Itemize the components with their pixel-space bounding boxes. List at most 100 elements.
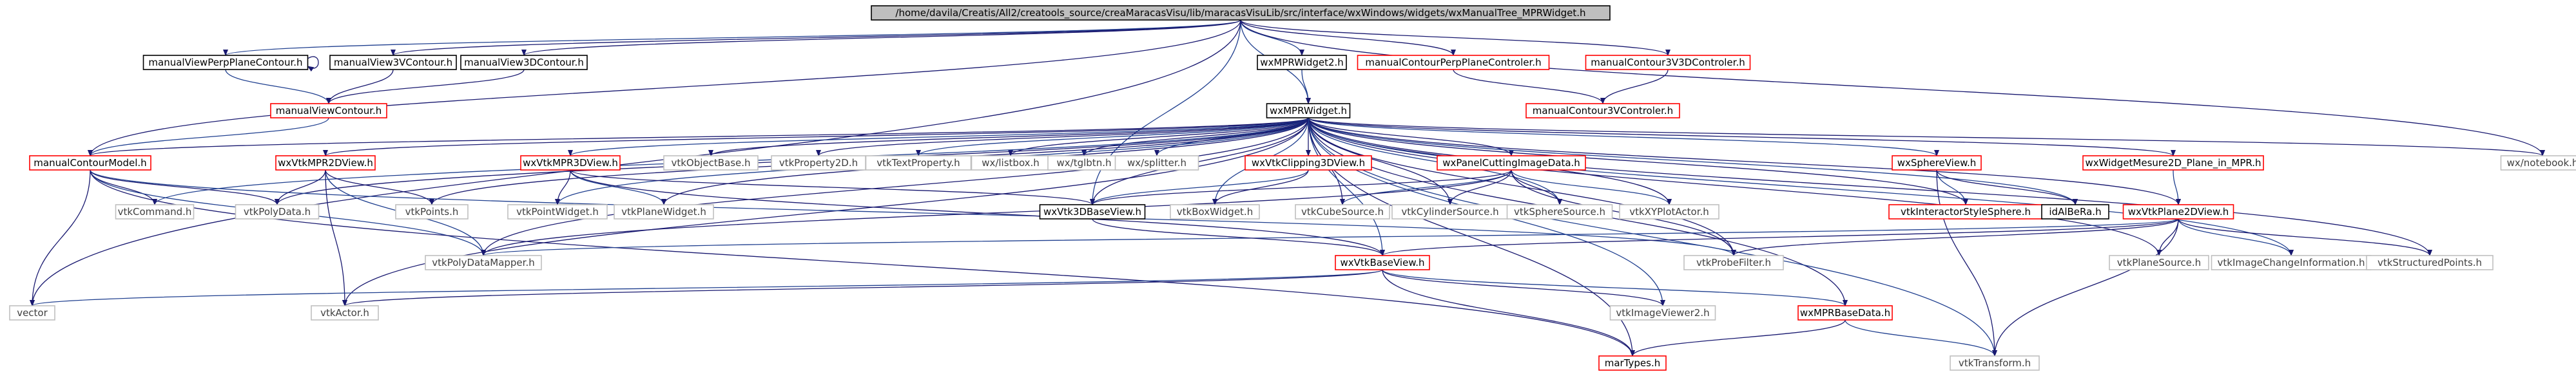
graph-node-wxtglbtn[interactable]: wx/tglbtn.h: [1047, 155, 1121, 171]
graph-node-mc3v3dc[interactable]: manualContour3V3DControler.h: [1585, 55, 1751, 70]
graph-node-vtktextprop[interactable]: vtkTextProperty.h: [865, 155, 972, 171]
node-box: [1357, 55, 1550, 70]
edge-root-to-mprw2: [1240, 19, 1304, 56]
graph-node-vtkcommand[interactable]: vtkCommand.h: [115, 204, 195, 220]
graph-node-vtkplanesource[interactable]: vtkPlaneSource.h: [2109, 255, 2209, 270]
graph-node-vector[interactable]: vector: [9, 305, 55, 321]
node-box: [1950, 355, 2040, 371]
graph-node-mc3vc[interactable]: manualContour3VControler.h: [1525, 103, 1680, 118]
graph-node-vtkboxwidget[interactable]: vtkBoxWidget.h: [1170, 204, 1260, 220]
edge-mprw-to-panelcut: [1308, 117, 1514, 156]
node-box: [9, 305, 55, 321]
graph-node-vtkpointwidget[interactable]: vtkPointWidget.h: [507, 204, 608, 220]
edge-mprw-to-vtkbaseview: [1308, 117, 1385, 256]
graph-node-vtk3dbase[interactable]: wxVtk3DBaseView.h: [1039, 204, 1146, 220]
graph-node-vtkcylsource[interactable]: vtkCylinderSource.h: [1391, 204, 1509, 220]
edge-root-to-vector: [30, 19, 1241, 306]
edge-mpr3d-to-vtkbaseview: [570, 169, 1385, 256]
graph-node-mprbasedata[interactable]: wxMPRBaseData.h: [1797, 305, 1893, 321]
graph-node-mcm[interactable]: manualContourModel.h: [29, 155, 151, 171]
node-label: wxVtkMPR3DView.h: [523, 157, 618, 169]
node-box: [1525, 103, 1680, 118]
graph-node-wxsplitter[interactable]: wx/splitter.h: [1114, 155, 1199, 171]
edge-clip3d-to-vtkboxwidget: [1212, 169, 1309, 205]
graph-node-idalbera[interactable]: idAlBeRa.h: [2041, 204, 2109, 220]
edge-plane2d-to-vtkprobefilter: [1731, 218, 2179, 256]
graph-node-vtkobjbase[interactable]: vtkObjectBase.h: [663, 155, 759, 171]
node-label: wxVtkBaseView.h: [1341, 257, 1425, 268]
edge-mesure2d-to-plane2d: [2173, 169, 2181, 205]
node-box: [1244, 155, 1372, 171]
graph-node-mprw[interactable]: wxMPRWidget.h: [1266, 103, 1351, 118]
graph-node-martypes[interactable]: marTypes.h: [1598, 355, 1667, 371]
graph-node-vtktransform[interactable]: vtkTransform.h: [1950, 355, 2040, 371]
graph-node-vtkcubesource[interactable]: vtkCubeSource.h: [1295, 204, 1390, 220]
edge-mprbasedata-to-vtktransform: [1845, 319, 1997, 357]
graph-node-plane2d[interactable]: wxVtkPlane2DView.h: [2122, 204, 2234, 220]
graph-node-vtkxyplot[interactable]: vtkXYPlotActor.h: [1619, 204, 1719, 220]
node-label: vtkTransform.h: [1959, 357, 2031, 369]
node-label: vtkObjectBase.h: [671, 157, 750, 169]
graph-node-panelcut[interactable]: wxPanelCuttingImageData.h: [1437, 155, 1586, 171]
graph-node-vtkspheresource[interactable]: vtkSphereSource.h: [1506, 204, 1613, 220]
graph-node-vtkpolydatamapper[interactable]: vtkPolyDataMapper.h: [425, 255, 542, 270]
edge-mprw-to-spherev: [1308, 117, 1939, 156]
graph-node-mesure2d[interactable]: wxWidgetMesure2D_Plane_in_MPR.h: [2082, 155, 2264, 171]
node-box: [2041, 204, 2109, 220]
node-label: wxWidgetMesure2D_Plane_in_MPR.h: [2085, 157, 2261, 169]
node-label: vtkTextProperty.h: [876, 157, 960, 169]
graph-node-vtkprobefilter[interactable]: vtkProbeFilter.h: [1683, 255, 1784, 270]
graph-node-vtkactor[interactable]: vtkActor.h: [311, 305, 379, 321]
graph-node-vtkstructpoints[interactable]: vtkStructuredPoints.h: [2366, 255, 2494, 270]
node-box: [395, 204, 469, 220]
graph-node-mcppc[interactable]: manualContourPerpPlaneControler.h: [1357, 55, 1550, 70]
edge-mprw-to-vtkstructpoints: [1308, 117, 2432, 256]
edge-root-to-mcppc: [1240, 19, 1456, 56]
node-box: [2122, 204, 2234, 220]
node-label: vtkCylinderSource.h: [1401, 206, 1498, 218]
graph-node-mvc[interactable]: manualViewContour.h: [270, 103, 387, 118]
graph-node-vtkplanewidget[interactable]: vtkPlaneWidget.h: [614, 204, 714, 220]
graph-node-mpr2d[interactable]: wxVtkMPR2DView.h: [275, 155, 376, 171]
node-box: [1335, 255, 1430, 270]
edge-mprw-to-interactorsphere: [1308, 117, 1968, 205]
node-label: wxSphereView.h: [1897, 157, 1976, 169]
graph-node-vtkimagechange[interactable]: vtkImageChangeInformation.h: [2211, 255, 2372, 270]
graph-node-mprw2[interactable]: wxMPRWidget2.h: [1257, 55, 1347, 70]
dependency-edges: [30, 19, 2545, 357]
edge-root-to-mc3v3dc: [1240, 19, 1671, 56]
graph-node-spherev[interactable]: wxSphereView.h: [1892, 155, 1982, 171]
edge-mprw-to-vtkimagechange: [1308, 117, 2294, 256]
node-box: [1797, 305, 1893, 321]
graph-node-mv3vc[interactable]: manualView3VContour.h: [329, 55, 457, 70]
edge-panelcut-to-vtkcylsource: [1448, 169, 1512, 205]
edge-mprw-to-idalbera: [1308, 117, 2078, 205]
graph-node-mv3dc[interactable]: manualView3DContour.h: [460, 55, 588, 70]
node-label: wxVtkMPR2DView.h: [278, 157, 373, 169]
graph-node-mpr3d[interactable]: wxVtkMPR3DView.h: [520, 155, 621, 171]
graph-node-mvppc[interactable]: manualViewPerpPlaneContour.h: [142, 55, 309, 70]
edge-vtk3dbase-to-vtkbaseview: [1092, 218, 1385, 256]
node-box: [614, 204, 714, 220]
graph-node-clip3d[interactable]: wxVtkClipping3DView.h: [1244, 155, 1372, 171]
graph-node-vtkpolydata[interactable]: vtkPolyData.h: [235, 204, 320, 220]
node-label: vtkXYPlotActor.h: [1629, 206, 1709, 218]
graph-node-vtkpoints[interactable]: vtkPoints.h: [395, 204, 469, 220]
node-box: [2082, 155, 2264, 171]
node-box: [1585, 55, 1751, 70]
graph-node-wxnotebook[interactable]: wx/notebook.h: [2500, 155, 2576, 171]
graph-node-vtkbaseview[interactable]: wxVtkBaseView.h: [1335, 255, 1430, 270]
graph-node-vtkprop2d[interactable]: vtkProperty2D.h: [771, 155, 866, 171]
graph-node-root[interactable]: /home/davila/Creatis/All2/creatools_sour…: [871, 5, 1611, 21]
node-label: wx/listbox.h: [982, 157, 1040, 169]
node-box: [1437, 155, 1586, 171]
graph-node-wxlistbox[interactable]: wx/listbox.h: [971, 155, 1051, 171]
graph-node-vtkimageviewer2[interactable]: vtkImageViewer2.h: [1609, 305, 1716, 321]
edge-vtkbaseview-to-martypes: [1382, 269, 1635, 357]
node-label: vtkBoxWidget.h: [1177, 206, 1253, 218]
edge-root-to-mv3dc: [521, 19, 1241, 56]
edge-mprw-to-vtkprop2d: [816, 117, 1309, 156]
edge-mprw2-to-mprw: [1301, 69, 1311, 104]
graph-node-interactorsphere[interactable]: vtkInteractorStyleSphere.h: [1888, 204, 2043, 220]
